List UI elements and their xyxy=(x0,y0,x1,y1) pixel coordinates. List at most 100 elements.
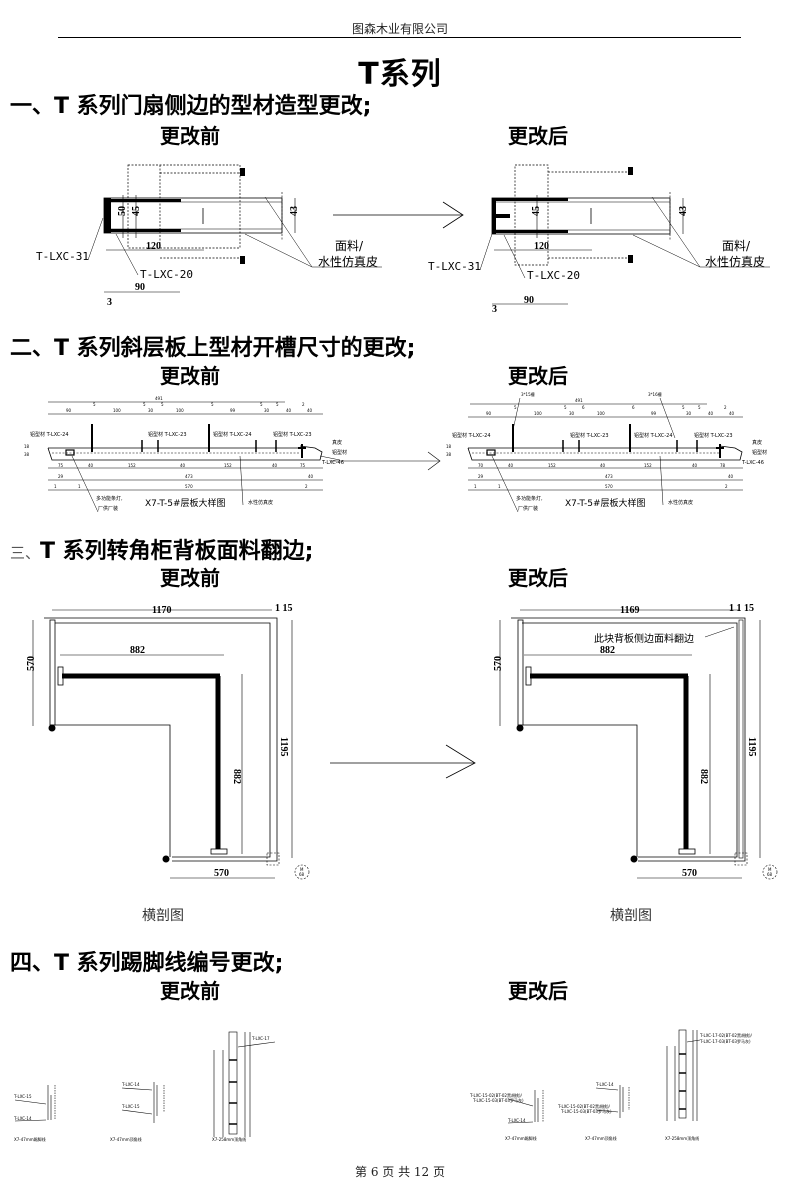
top-dim: 5 xyxy=(698,405,701,410)
top-dim: 40 xyxy=(708,411,714,416)
note-light-1-before: 多功能条灯, xyxy=(96,495,123,502)
section-3-caption-before: 横剖图 xyxy=(142,908,184,924)
section-2-drawing: 491 90 5 100 5 30 5 100 5 99 5 30 5 40 2… xyxy=(24,391,767,513)
dim-bottom-before: 570 xyxy=(214,868,229,879)
top-dim: 2 xyxy=(302,402,305,407)
top-dim: 5 xyxy=(211,402,214,407)
dim-90-after: 90 xyxy=(524,295,534,306)
shelf-top-dims-before: 90 5 100 5 30 5 100 5 99 5 30 5 40 2 40 xyxy=(66,402,313,413)
section-3-caption-after: 横剖图 xyxy=(610,908,652,924)
profile-label: 铝型材 T-LXC-24 xyxy=(452,432,491,439)
dim-left-before: 570 xyxy=(26,656,37,671)
callout-material-1-after: 面料/ xyxy=(722,239,751,253)
bubble-bottom-before: 68 xyxy=(299,872,305,877)
shelf-profile-labels-after: 铝型材 T-LXC-24 铝型材 T-LXC-23 铝型材 T-LXC-24 铝… xyxy=(452,432,767,466)
right-label: T-LXC-46 xyxy=(321,460,344,466)
crown-258-after xyxy=(666,1029,701,1121)
note-light-2-after: 厂供厂装 xyxy=(518,505,538,512)
right-label: T-LXC-46 xyxy=(741,460,764,466)
bottom-dim: 1 xyxy=(78,484,81,489)
bottom-dim: 152 xyxy=(224,463,232,468)
dim-50-before: 50 xyxy=(117,206,128,216)
bottom-dim: 40 xyxy=(508,463,514,468)
shelf-bottom-dims-after: 70 40 152 40 152 40 78 29 473 40 1 1 570… xyxy=(446,444,734,489)
bottom-dim: 1 xyxy=(54,484,57,489)
dim-43-after: 43 xyxy=(678,206,689,216)
corner-cabinet-after xyxy=(499,609,778,880)
section-1-after-label: 更改后 xyxy=(508,124,568,148)
shelf-bottom-dims-before: 75 40 152 40 152 40 75 29 473 40 1 1 570… xyxy=(24,444,314,489)
top-dim: 5 xyxy=(276,402,279,407)
caption-skirting-47-after: X7-47mm踢脚线 xyxy=(505,1135,537,1141)
section-4-drawing: T-LXC-15 T-LXC-14 T-LXC-14 T-LXC-15 T-LX… xyxy=(13,1029,753,1142)
top-dim: 100 xyxy=(176,408,184,413)
side-dim: 38 xyxy=(446,452,452,457)
caption-crown-258-before: X7-258mm顶角线 xyxy=(212,1136,246,1142)
section-2-before-label: 更改前 xyxy=(160,364,220,388)
side-dim: 38 xyxy=(24,452,30,457)
label-1: T-LXC-15 xyxy=(121,1104,140,1109)
shelf-overall-491-after: 491 xyxy=(575,398,583,403)
right-label: 真皮 xyxy=(752,439,762,446)
top-dim: 40 xyxy=(729,411,735,416)
dim-inner-v-after: 882 xyxy=(698,769,709,784)
caption-skirting-47-before: X7-47mm踢脚线 xyxy=(14,1136,46,1142)
top-dim: 2 xyxy=(724,405,727,410)
profile-label: 铝型材 T-LXC-23 xyxy=(570,432,609,439)
shelf-overall-491-before: 491 xyxy=(155,396,163,401)
bottom-dim: 29 xyxy=(58,474,64,479)
slot-note-1-after: 3*15槽 xyxy=(521,391,535,397)
top-dim: 6 xyxy=(632,405,635,410)
dim-45-before: 45 xyxy=(131,206,142,216)
caption-crown-47-before: X7-47mm顶角线 xyxy=(110,1136,142,1142)
top-dim: 100 xyxy=(534,411,542,416)
label-0: T-LXC-17 xyxy=(251,1036,270,1041)
top-dim: 99 xyxy=(651,411,657,416)
callout-profile-a-after: T-LXC-31 xyxy=(428,260,481,273)
note-backpanel-flip-after: 此块背板侧边面料翻边 xyxy=(594,632,694,645)
crown-47-before xyxy=(121,1082,165,1123)
bottom-dim: 29 xyxy=(478,474,484,479)
top-dim: 40 xyxy=(286,408,292,413)
bottom-dim: 473 xyxy=(185,474,193,479)
top-dim: 30 xyxy=(686,411,692,416)
skirting-47-after xyxy=(507,1090,544,1124)
dim-120-after: 120 xyxy=(534,241,549,252)
top-dim: 6 xyxy=(582,405,585,410)
bottom-dim: 40 xyxy=(308,474,314,479)
bottom-dim: 40 xyxy=(88,463,94,468)
top-dim: 100 xyxy=(597,411,605,416)
bottom-dim: 40 xyxy=(728,474,734,479)
section-3-after-label: 更改后 xyxy=(508,566,568,590)
profile-label: 铝型材 T-LXC-23 xyxy=(694,432,733,439)
section-4-before-label: 更改前 xyxy=(160,979,220,1003)
top-dim: 5 xyxy=(564,405,567,410)
right-label: 真皮 xyxy=(332,439,342,446)
dim-43-before: 43 xyxy=(289,206,300,216)
side-dim: 18 xyxy=(24,444,30,449)
top-dim: 30 xyxy=(264,408,270,413)
section-4-after-label: 更改后 xyxy=(508,979,568,1003)
bottom-dim: 78 xyxy=(720,463,726,468)
bottom-dim: 40 xyxy=(180,463,186,468)
note-leather-after: 水性仿真皮 xyxy=(668,499,693,506)
section-3-before-label: 更改前 xyxy=(160,566,220,590)
side-dim: 18 xyxy=(446,444,452,449)
crown-258-before xyxy=(213,1031,276,1137)
dim-3-before: 3 xyxy=(107,297,112,308)
callout-material-2-before: 水性仿真皮 xyxy=(318,255,378,269)
door-edge-profile-after xyxy=(479,164,770,305)
section-2-heading: 二、T 系列斜层板上型材开槽尺寸的更改; xyxy=(10,336,416,361)
callout-material-1-before: 面料/ xyxy=(335,239,364,253)
bottom-dim: 152 xyxy=(548,463,556,468)
section-4-heading: 四、T 系列踢脚线编号更改; xyxy=(10,951,284,976)
bubble-top-after: M xyxy=(768,867,772,872)
callout-profile-b-after: T-LXC-20 xyxy=(527,269,580,282)
change-arrow-3 xyxy=(330,744,476,779)
dim-top-after: 1169 xyxy=(620,605,639,616)
label-0: T-LXC-15-02(BT-02黑胡桃)/ xyxy=(469,1092,523,1098)
profile-label: 铝型材 T-LXC-23 xyxy=(148,431,187,438)
top-dim: 5 xyxy=(260,402,263,407)
dim-45-after: 45 xyxy=(531,206,542,216)
bottom-dim: 40 xyxy=(272,463,278,468)
